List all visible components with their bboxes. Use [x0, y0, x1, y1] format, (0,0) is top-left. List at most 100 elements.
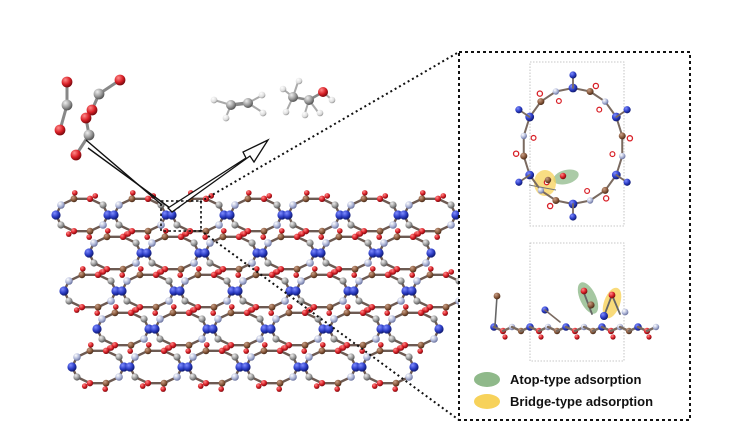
nitrogen-atom: [51, 210, 61, 220]
oxygen-atom: [318, 195, 326, 203]
lattice-pore: [233, 266, 295, 316]
carbon-atom: [447, 201, 455, 209]
lattice-pore: [241, 342, 303, 392]
metal-atom: [601, 98, 609, 105]
oxygen-atom: [112, 304, 119, 310]
oxygen-atom: [243, 348, 250, 354]
oxygen-atom: [160, 347, 168, 355]
carbon-atom: [355, 297, 363, 305]
legend-label-bridge: Bridge-type adsorption: [510, 394, 654, 409]
nitrogen-atom: [142, 248, 152, 258]
hydrogen-atom: [279, 85, 287, 93]
oxygen-atom: [442, 271, 450, 279]
metal-atom: [405, 201, 413, 209]
lattice-pore: [341, 190, 403, 240]
carbon-atom: [136, 271, 144, 279]
oxygen-atom: [318, 379, 326, 387]
legend-label-atop: Atop-type adsorption: [510, 372, 642, 387]
co2-molecule: [54, 76, 73, 136]
carbon-atom: [372, 315, 380, 323]
carbon-atom: [244, 195, 252, 203]
oxygen-atom: [419, 190, 426, 196]
nitrogen-atom: [175, 286, 185, 296]
carbon-atom: [276, 379, 284, 387]
metal-atom: [239, 277, 247, 285]
carbon-atom: [376, 347, 384, 355]
oxygen-atom: [245, 190, 252, 196]
oxygen-atom: [119, 272, 126, 278]
oxygen-atom: [357, 231, 364, 237]
oxygen-atom: [144, 379, 152, 387]
carbon-atom: [281, 277, 289, 285]
metal-atom: [215, 221, 223, 229]
carbon-atom: [273, 201, 281, 209]
metal-atom: [388, 315, 396, 323]
carbon-atom: [73, 373, 81, 381]
metal-atom: [297, 277, 305, 285]
metal-atom: [405, 373, 413, 381]
oxygen-atom: [423, 307, 430, 313]
metal-atom: [131, 353, 139, 361]
legend-item-atop: Atop-type adsorption: [474, 372, 641, 387]
oxygen-atom: [359, 348, 366, 354]
metal-atom: [190, 259, 198, 267]
oxygen-atom: [152, 310, 159, 316]
carbon-atom: [70, 195, 78, 203]
nitrogen-atom: [374, 248, 384, 258]
carbon-atom: [165, 277, 173, 285]
carbon-atom: [335, 233, 343, 241]
oxygen-atom: [268, 271, 276, 279]
nitrogen-atom: [600, 312, 608, 320]
nitrogen-atom: [407, 286, 417, 296]
carbon-atom: [260, 227, 268, 235]
carbon-atom: [235, 265, 243, 273]
lattice-pore: [200, 228, 262, 278]
metal-atom: [322, 239, 330, 247]
carbon-atom: [148, 259, 156, 267]
carbon-atom: [318, 347, 326, 355]
nitrogen-atom: [233, 286, 243, 296]
carbon-atom: [389, 201, 397, 209]
carbon-atom: [405, 353, 413, 361]
oxygen-atom: [324, 193, 331, 199]
oxygen-atom: [530, 134, 537, 141]
oxygen-atom: [241, 231, 248, 237]
carbon-atom: [86, 347, 94, 355]
oxygen-atom: [71, 190, 78, 196]
carbon-atom: [318, 227, 326, 235]
metal-atom: [372, 335, 380, 343]
carbon-atom: [231, 221, 239, 229]
nitrogen-atom: [299, 362, 309, 372]
metal-atom: [231, 201, 239, 209]
oxygen-atom: [235, 233, 243, 241]
nitrogen-atom: [92, 324, 102, 334]
oxygen-atom: [440, 193, 447, 199]
oxygen-atom: [260, 195, 268, 203]
lattice-pore: [291, 266, 353, 316]
carbon-atom: [115, 221, 123, 229]
carbon-atom: [94, 303, 102, 311]
oxygen-atom: [243, 309, 251, 317]
metal-atom: [223, 297, 231, 305]
nitrogen-atom: [117, 286, 127, 296]
oxygen-atom: [104, 228, 111, 234]
metal-atom: [132, 259, 140, 267]
nitrogen-atom: [59, 286, 69, 296]
metal-atom: [380, 239, 388, 247]
oxygen-atom: [79, 266, 86, 272]
carbon-atom: [288, 92, 298, 102]
oxygen-atom: [166, 345, 173, 351]
oxygen-atom: [86, 234, 93, 240]
carbon-atom: [393, 233, 401, 241]
lattice-pore: [150, 304, 212, 354]
oxygen-atom: [224, 345, 231, 351]
metal-atom: [173, 373, 181, 381]
lattice-pore: [283, 190, 345, 240]
carbon-atom: [173, 353, 181, 361]
oxygen-atom: [646, 334, 652, 340]
lattice-pore: [316, 228, 378, 278]
carbon-atom: [90, 259, 98, 267]
oxygen-atom: [392, 386, 399, 392]
carbon-atom: [331, 201, 339, 209]
oxygen-atom: [626, 135, 634, 142]
